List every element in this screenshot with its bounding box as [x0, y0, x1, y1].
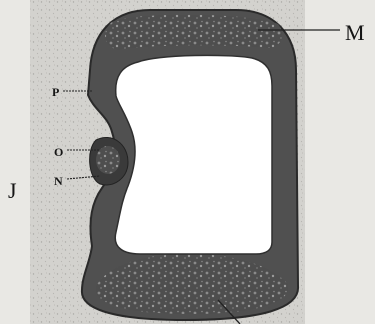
label-n: N	[54, 174, 63, 188]
bulge-inner-cells	[96, 146, 120, 174]
top-cell-mass	[105, 15, 282, 50]
label-m: M	[345, 20, 365, 45]
label-j: J	[8, 178, 17, 203]
label-p: P	[52, 85, 59, 99]
inner-cavity	[115, 55, 272, 254]
label-o: O	[54, 145, 63, 159]
